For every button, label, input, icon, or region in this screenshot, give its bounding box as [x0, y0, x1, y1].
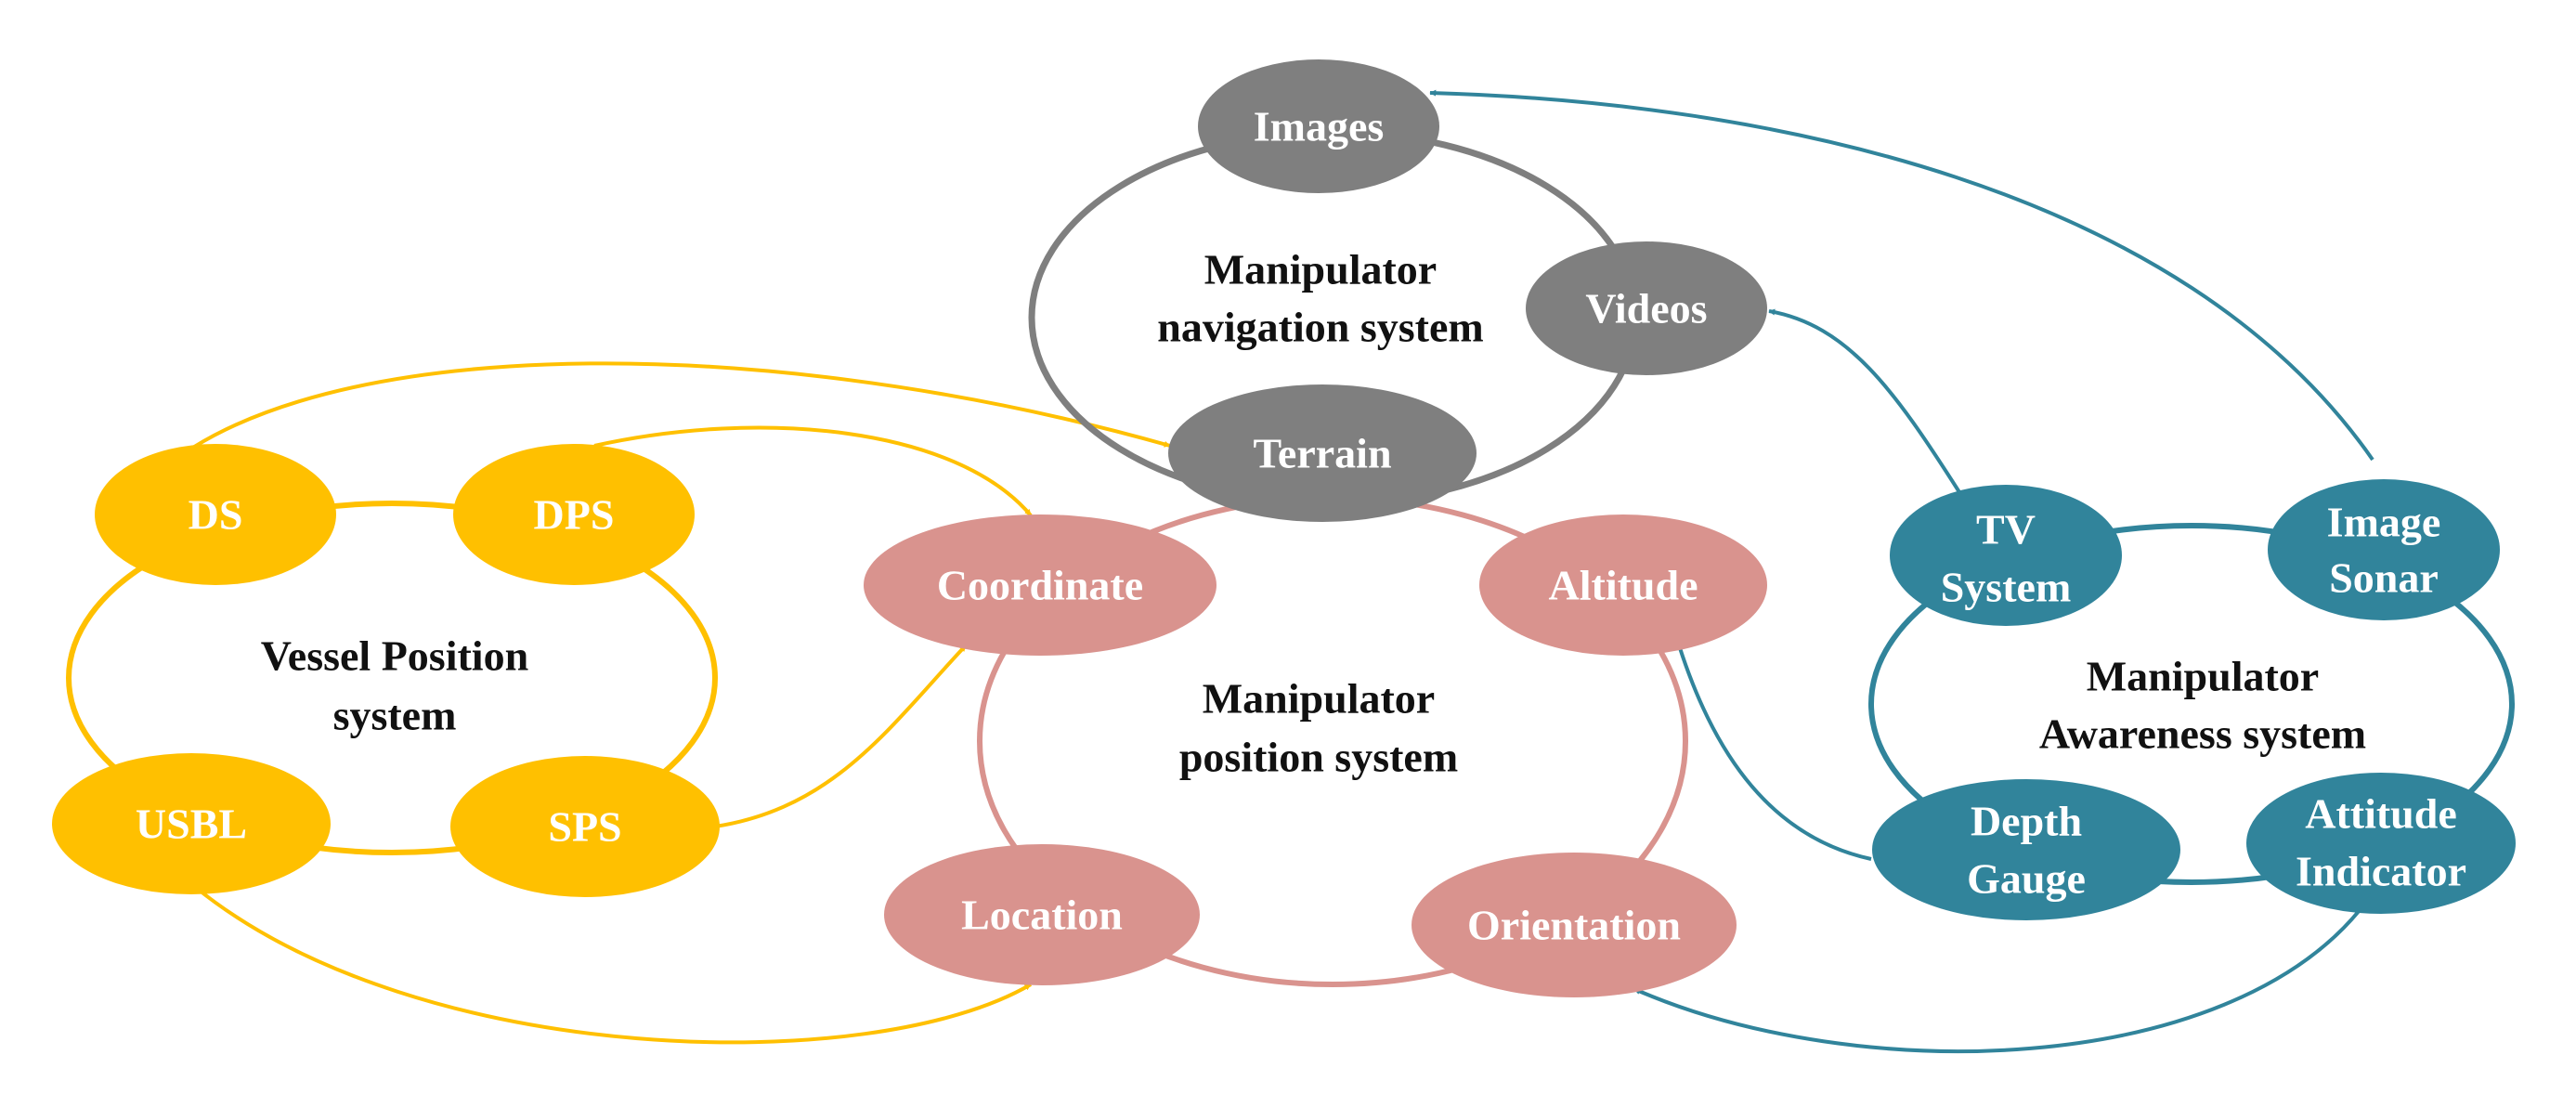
attitude-indicator-node-label-line2: Indicator — [2296, 848, 2466, 895]
awareness-system-ring — [1868, 523, 2515, 885]
orientation-node — [1412, 853, 1737, 997]
arrow-usbl-to-location — [193, 885, 1033, 1045]
sps-node-label: SPS — [548, 803, 621, 851]
navigation-system-title-line2: navigation system — [1157, 304, 1483, 351]
sps-node — [450, 756, 720, 897]
location-node-label: Location — [961, 892, 1123, 939]
altitude-node-label: Altitude — [1549, 562, 1698, 609]
dps-node-label: DPS — [534, 491, 615, 539]
arrow-sps-to-coordinate — [714, 644, 968, 828]
images-node — [1198, 59, 1439, 193]
orientation-node-label: Orientation — [1467, 902, 1681, 949]
videos-node — [1526, 241, 1767, 375]
image-sonar-node — [2268, 479, 2500, 620]
tv-system-node-label-line2: System — [1941, 564, 2072, 611]
dps-node — [453, 444, 695, 585]
coordinate-node — [864, 514, 1216, 656]
awareness-system-group: TV System Image Sonar Depth Gauge Attitu… — [1872, 479, 2516, 920]
attitude-indicator-node-label-line1: Attitude — [2305, 790, 2457, 838]
depth-gauge-node — [1872, 779, 2180, 920]
terrain-node — [1168, 384, 1477, 522]
awareness-system-title-line2: Awareness system — [2039, 710, 2366, 758]
images-node-label: Images — [1254, 103, 1385, 150]
connector-arrows — [137, 89, 2374, 1053]
usbl-node — [52, 753, 331, 894]
navigation-system-title-line1: Manipulator — [1204, 246, 1437, 293]
arrow-ds-to-terrain — [137, 361, 1171, 494]
arrow-depth-gauge-to-altitude — [1674, 635, 1872, 861]
usbl-node-label: USBL — [136, 801, 247, 848]
position-system-title-line2: position system — [1179, 734, 1458, 781]
videos-node-label: Videos — [1585, 285, 1707, 332]
depth-gauge-node-label-line1: Depth — [1971, 798, 2082, 845]
position-system-group: Coordinate Altitude Location Orientation… — [864, 514, 1767, 997]
attitude-indicator-node — [2246, 773, 2516, 914]
arrow-tv-system-to-videos — [1768, 308, 1961, 494]
tv-system-node-label-line1: TV — [1976, 506, 2036, 554]
arrow-attitude-indicator-to-orientation — [1633, 904, 2365, 1053]
awareness-system-title-line1: Manipulator — [2087, 653, 2319, 700]
arrow-dps-to-coordinate — [593, 425, 1033, 517]
altitude-node — [1479, 514, 1767, 656]
tv-system-node — [1890, 485, 2122, 626]
terrain-node-label: Terrain — [1253, 430, 1391, 477]
image-sonar-node-label-line2: Sonar — [2329, 554, 2439, 602]
vessel-position-system-ring — [66, 501, 718, 855]
navigation-system-group: Images Videos Terrain Manipulator naviga… — [1157, 59, 1767, 522]
ds-node-label: DS — [189, 491, 243, 539]
vessel-position-system-title-line2: system — [333, 692, 457, 739]
coordinate-node-label: Coordinate — [937, 562, 1143, 609]
depth-gauge-node-label-line2: Gauge — [1967, 855, 2086, 903]
vessel-position-system-group: DS DPS USBL SPS Vessel Position system — [52, 444, 720, 897]
image-sonar-node-label-line1: Image — [2327, 499, 2441, 546]
vessel-position-system-title-line1: Vessel Position — [261, 632, 528, 680]
location-node — [884, 844, 1200, 985]
arrow-image-sonar-to-images — [1429, 89, 2374, 462]
ds-node — [95, 444, 336, 585]
position-system-title-line1: Manipulator — [1203, 675, 1435, 723]
